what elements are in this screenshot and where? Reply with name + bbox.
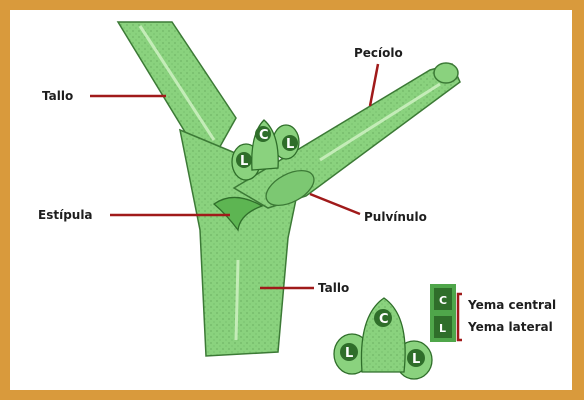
stem-bud-central-letter: C xyxy=(259,128,269,143)
detail-bud-right-letter: L xyxy=(412,352,420,367)
legend-lateral-key: L xyxy=(439,322,446,335)
label-tallo-top: Tallo xyxy=(42,89,73,103)
label-pulvinulo: Pulvínulo xyxy=(364,210,427,224)
detail-bud-central-letter: C xyxy=(379,312,389,327)
label-estipula: Estípula xyxy=(38,208,93,222)
label-tallo-bottom: Tallo xyxy=(318,281,349,295)
detail-bud-left-letter: L xyxy=(345,346,353,361)
legend-central-key: C xyxy=(439,294,447,307)
legend-lateral-text: Yema lateral xyxy=(467,320,553,334)
stem-bud-right-letter: L xyxy=(286,137,294,152)
label-peciolo: Pecíolo xyxy=(354,46,403,60)
stem-bud-left-letter: L xyxy=(240,154,248,169)
legend-central-text: Yema central xyxy=(467,298,556,312)
